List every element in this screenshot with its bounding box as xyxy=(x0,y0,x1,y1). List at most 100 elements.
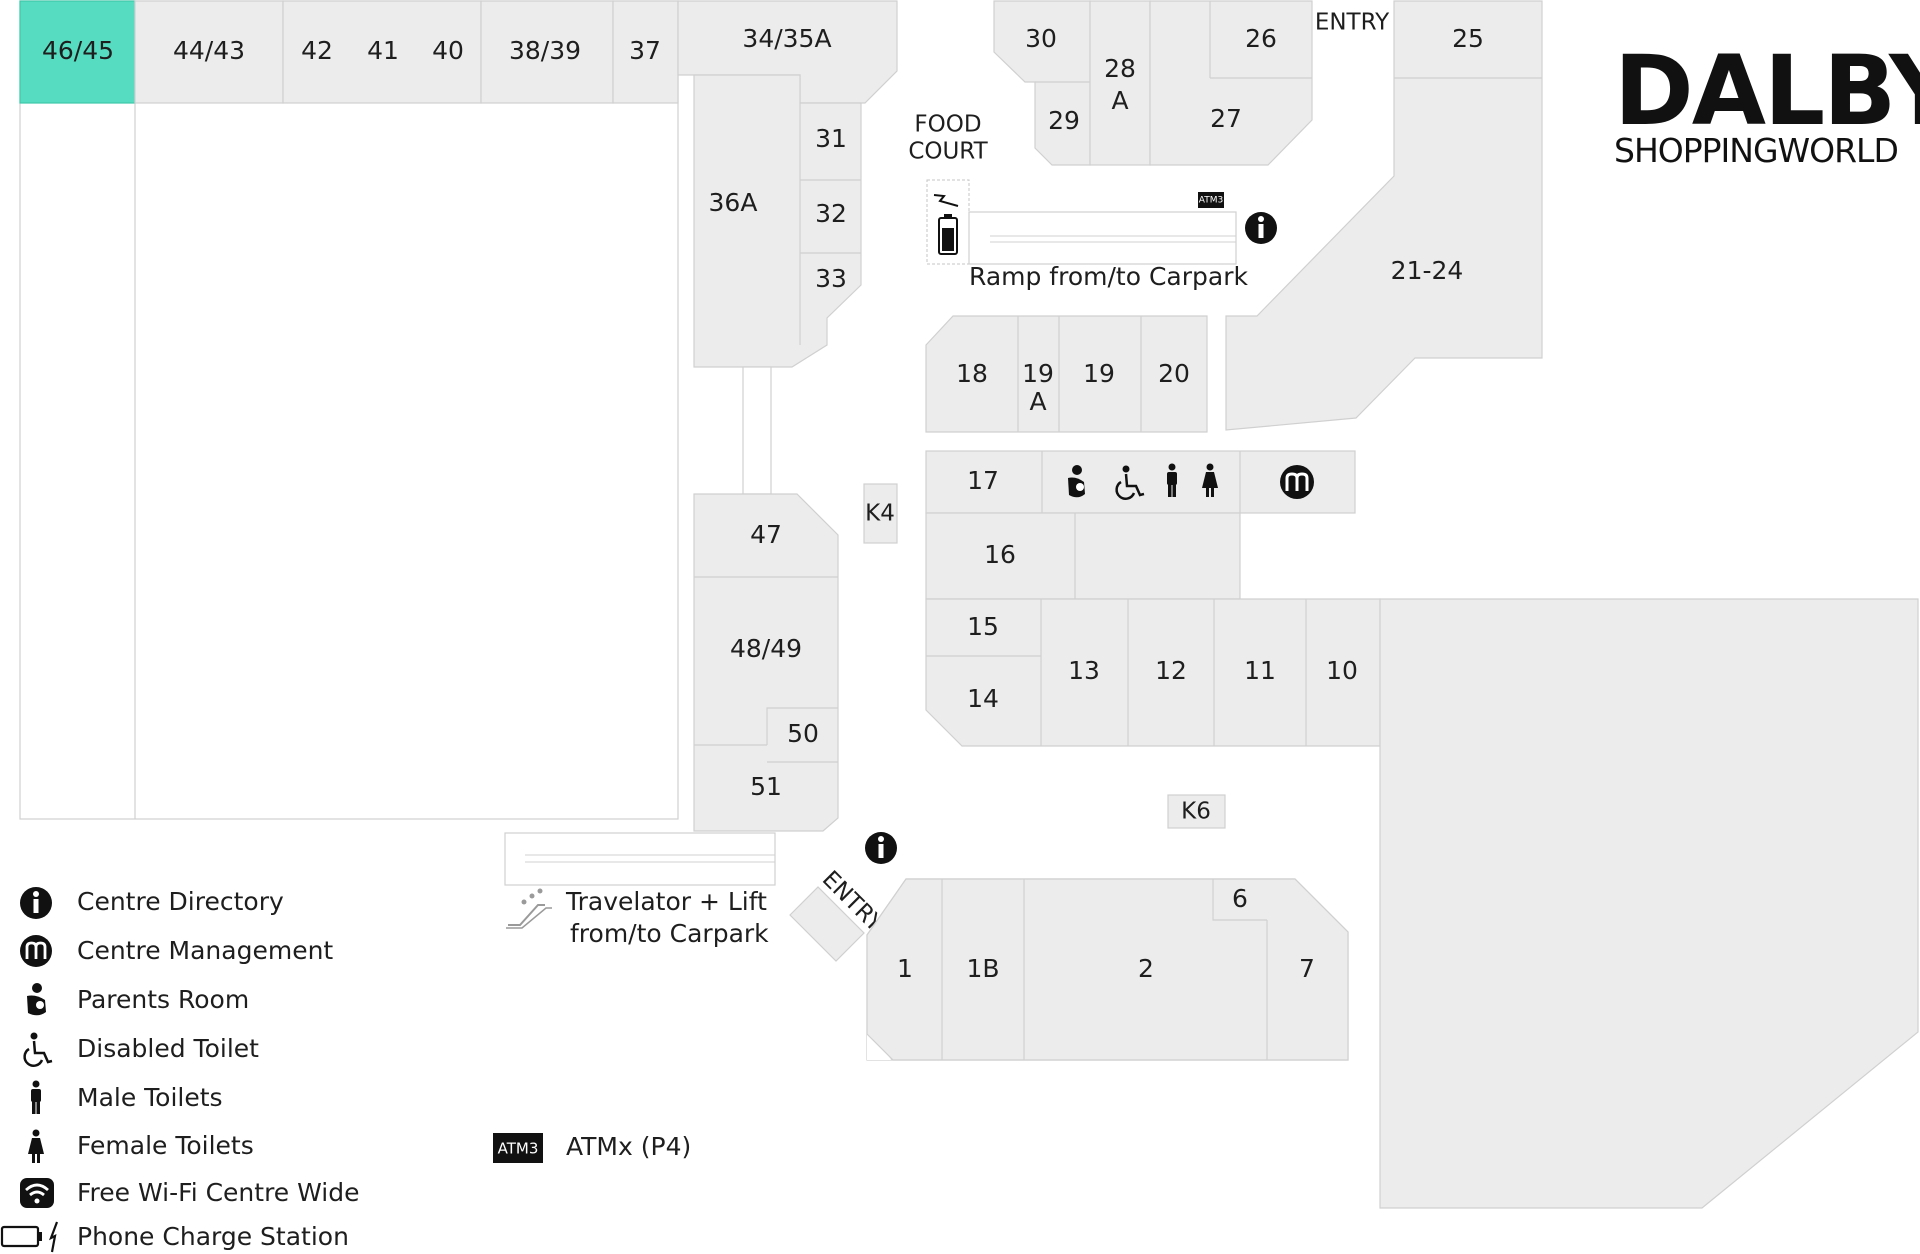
shop-44-43-label: 44/43 xyxy=(173,36,245,65)
corridor xyxy=(742,366,772,495)
male-toilet-icon xyxy=(31,1080,41,1114)
shop-38-39-label: 38/39 xyxy=(509,36,581,65)
legend-label: Centre Management xyxy=(77,936,333,965)
ramp-area xyxy=(926,179,1237,265)
escalator-icon xyxy=(506,888,552,929)
info-icon[interactable] xyxy=(1245,212,1277,244)
legend-label: Phone Charge Station xyxy=(77,1222,349,1251)
parents-room-icon xyxy=(1068,465,1085,498)
shop-12-label: 12 xyxy=(1155,656,1187,685)
shop-41-label: 41 xyxy=(367,36,399,65)
shop-13-label: 13 xyxy=(1068,656,1100,685)
shop-6-label: 6 xyxy=(1232,884,1248,913)
food-court-label-2: COURT xyxy=(908,139,988,165)
shop-1b-label: 1B xyxy=(966,954,999,983)
legend-label: Centre Directory xyxy=(77,887,284,916)
shop-19-label: 19 xyxy=(1083,359,1115,388)
shop-25-label: 25 xyxy=(1452,24,1484,53)
food-court-label-1: FOOD xyxy=(914,112,981,138)
kiosk-k6[interactable] xyxy=(1167,794,1226,829)
shop-18-label: 18 xyxy=(956,359,988,388)
shop-51-label: 51 xyxy=(750,772,782,801)
shop-50-label: 50 xyxy=(787,719,819,748)
atm-badge: ATM3 xyxy=(1198,192,1224,208)
shop-16[interactable] xyxy=(925,512,1241,600)
info-icon xyxy=(20,887,52,919)
legend-label: Female Toilets xyxy=(77,1131,254,1160)
travelator xyxy=(504,832,776,886)
shop-34-35a-label: 34/35A xyxy=(742,24,831,53)
shop-31-label: 31 xyxy=(815,124,847,153)
legend-label: Free Wi-Fi Centre Wide xyxy=(77,1178,360,1207)
legend: Centre Directory Centre Management Paren… xyxy=(0,887,691,1253)
shop-19a-label-1: 19 xyxy=(1022,359,1054,388)
shop-2-label: 2 xyxy=(1138,954,1154,983)
shop-18-20[interactable] xyxy=(925,315,1208,433)
shop-28a-label-2: A xyxy=(1111,86,1128,115)
legend-label: Parents Room xyxy=(77,985,249,1014)
shop-42-40[interactable] xyxy=(282,0,482,104)
shop-47-label: 47 xyxy=(750,520,782,549)
management-icon xyxy=(20,935,52,967)
shop-1-label: 1 xyxy=(897,954,913,983)
entry-top-label: ENTRY xyxy=(1315,10,1390,36)
kiosk-k4-label: K4 xyxy=(865,501,895,527)
shop-26-27[interactable] xyxy=(1149,0,1313,166)
shop-16-label: 16 xyxy=(984,540,1016,569)
shop-29-label: 29 xyxy=(1048,106,1080,135)
shop-37-label: 37 xyxy=(629,36,661,65)
shop-30-label: 30 xyxy=(1025,24,1057,53)
shop-44-43[interactable] xyxy=(134,0,284,104)
shop-27-label: 27 xyxy=(1210,104,1242,133)
shop-47-51[interactable] xyxy=(693,493,839,832)
atm-icon: ATM3 xyxy=(493,1133,543,1163)
info-icon[interactable] xyxy=(865,832,897,864)
female-toilet-icon xyxy=(1202,463,1218,497)
parents-room-icon xyxy=(27,983,46,1016)
kiosk-k4[interactable] xyxy=(863,483,898,544)
disabled-toilet-icon xyxy=(23,1032,53,1067)
shop-32-label: 32 xyxy=(815,199,847,228)
shop-11-label: 11 xyxy=(1244,656,1276,685)
shop-42-label: 42 xyxy=(301,36,333,65)
ramp-label: Ramp from/to Carpark xyxy=(969,262,1248,291)
atm-icon-text: ATM3 xyxy=(498,1140,539,1158)
shop-21-24[interactable] xyxy=(1225,0,1543,431)
wifi-icon xyxy=(20,1178,54,1208)
shop-7-label: 7 xyxy=(1299,954,1315,983)
shop-48-49-label: 48/49 xyxy=(730,634,802,663)
shop-14-label: 14 xyxy=(967,684,999,713)
shop-15-label: 15 xyxy=(967,612,999,641)
shop-10-label: 10 xyxy=(1326,656,1358,685)
shop-block-bottom xyxy=(866,878,1349,1061)
shop-46-45-label: 46/45 xyxy=(42,36,114,65)
phone-charge-icon xyxy=(933,194,959,255)
entry-doormat xyxy=(789,886,865,962)
shop-20-label: 20 xyxy=(1158,359,1190,388)
phone-charge-icon xyxy=(0,1221,59,1253)
shop-21-24-label: 21-24 xyxy=(1391,256,1464,285)
travelator-label-2: from/to Carpark xyxy=(570,919,769,948)
shop-26-label: 26 xyxy=(1245,24,1277,53)
travelator-label-1: Travelator + Lift xyxy=(565,887,767,916)
major-tenant-outline xyxy=(19,0,679,820)
management-icon[interactable] xyxy=(1280,465,1314,499)
shop-33-label: 33 xyxy=(815,264,847,293)
legend-label: Disabled Toilet xyxy=(77,1034,259,1063)
shop-19a-label-2: A xyxy=(1029,387,1046,416)
kiosk-k6-label: K6 xyxy=(1181,799,1211,825)
atm-badge-text: ATM3 xyxy=(1199,196,1223,206)
shop-40-label: 40 xyxy=(432,36,464,65)
disabled-toilet-icon xyxy=(1115,465,1145,500)
major-tenant-right[interactable] xyxy=(1379,598,1919,1209)
shop-46-45[interactable] xyxy=(19,0,136,104)
logo-dalby: DALBY xyxy=(1614,35,1920,147)
shop-28a[interactable] xyxy=(1089,0,1151,166)
shop-17-label: 17 xyxy=(967,466,999,495)
shop-28a-label-1: 28 xyxy=(1104,54,1136,83)
legend-label: Male Toilets xyxy=(77,1083,223,1112)
atm-label: ATMx (P4) xyxy=(566,1132,691,1161)
male-toilet-icon xyxy=(1167,463,1177,497)
shop-36a-label: 36A xyxy=(709,188,758,217)
